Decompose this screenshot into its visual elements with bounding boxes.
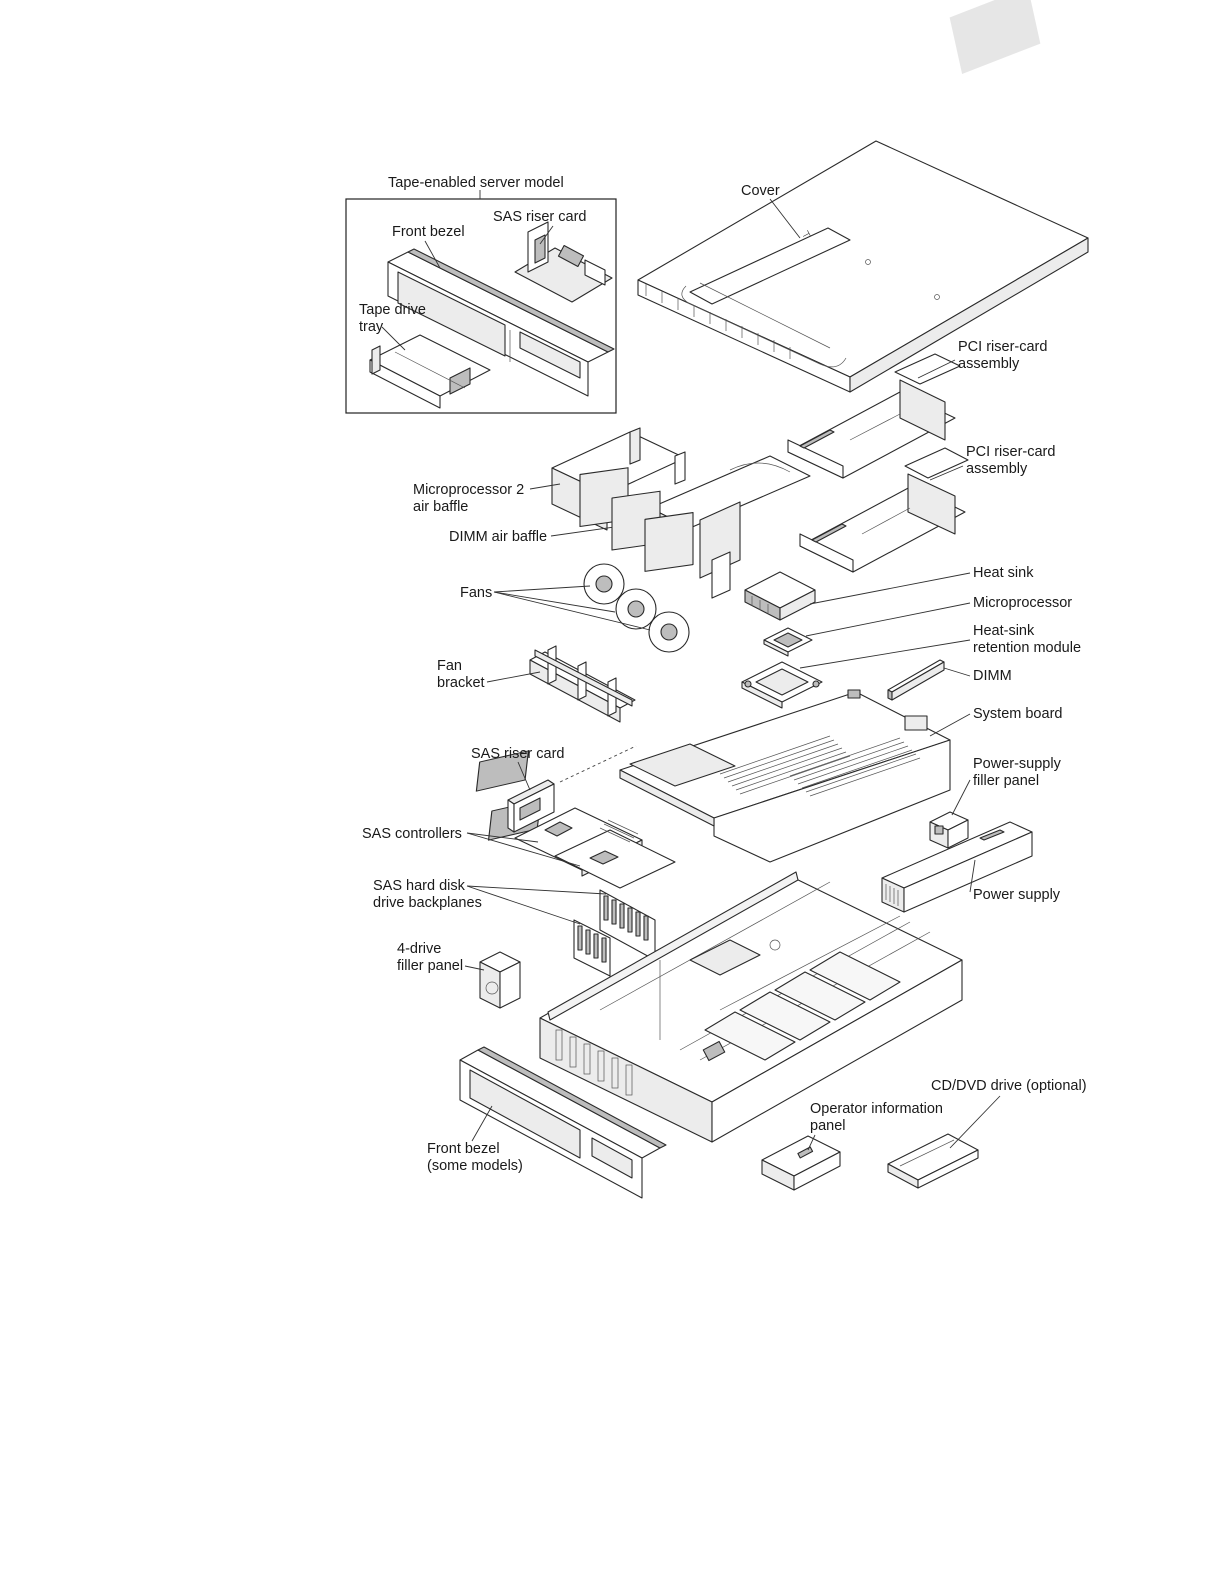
label-operator-panel-l2: panel <box>810 1118 845 1134</box>
pci-riser-card-assembly-2-part <box>799 447 969 573</box>
label-hs-retention-l2: retention module <box>973 640 1081 656</box>
cover-part: ⊣ <box>637 0 1089 393</box>
label-front-bezel-l1: Front bezel <box>427 1141 500 1157</box>
label-heat-sink: Heat sink <box>973 565 1034 581</box>
label-fans: Fans <box>460 585 492 601</box>
label-cd-dvd-drive: CD/DVD drive (optional) <box>931 1078 1087 1094</box>
label-tape-drive-tray-1: Tape drive <box>359 302 426 318</box>
sas-backplanes-part <box>573 889 656 977</box>
label-sas-controllers: SAS controllers <box>362 826 462 842</box>
inset-front-bezel-part <box>387 248 615 397</box>
heat-sink-retention-module-part <box>741 661 823 709</box>
power-supply-part <box>881 821 1033 913</box>
label-psu-filler-l1: Power-supply <box>973 756 1062 772</box>
label-system-board: System board <box>973 706 1062 722</box>
label-pci-riser-1-l2: assembly <box>958 356 1020 372</box>
label-power-supply: Power supply <box>973 887 1061 903</box>
label-fan-bracket-l2: bracket <box>437 675 485 691</box>
system-board-part <box>475 689 951 863</box>
fan-bracket-part <box>529 645 636 723</box>
label-4-drive-filler-l2: filler panel <box>397 958 463 974</box>
label-tape-drive-tray-2: tray <box>359 319 384 335</box>
label-front-bezel-l2: (some models) <box>427 1158 523 1174</box>
label-cover: Cover <box>741 183 780 199</box>
operator-information-panel-part <box>761 1135 841 1191</box>
microprocessor-part <box>763 627 813 657</box>
sas-controllers-part <box>514 807 676 889</box>
label-backplanes-l1: SAS hard disk <box>373 878 466 894</box>
label-inset-front-bezel: Front bezel <box>392 224 465 240</box>
label-mp2-air-baffle-l2: air baffle <box>413 499 468 515</box>
heat-sink-part <box>744 571 816 621</box>
dimm-part <box>887 659 945 701</box>
label-dimm: DIMM <box>973 668 1012 684</box>
four-drive-filler-panel-part <box>479 951 521 1009</box>
label-hs-retention-l1: Heat-sink <box>973 623 1035 639</box>
label-pci-riser-2-l2: assembly <box>966 461 1028 477</box>
tape-drive-tray-part <box>369 334 491 409</box>
label-microprocessor: Microprocessor <box>973 595 1072 611</box>
label-operator-panel-l1: Operator information <box>810 1101 943 1117</box>
chassis-part <box>539 871 963 1143</box>
label-pci-riser-1-l1: PCI riser-card <box>958 339 1047 355</box>
label-inset-sas-riser-card: SAS riser card <box>493 209 586 225</box>
label-dimm-air-baffle: DIMM air baffle <box>449 529 547 545</box>
front-bezel-part <box>459 1046 667 1199</box>
label-pci-riser-2-l1: PCI riser-card <box>966 444 1055 460</box>
fans-part <box>579 467 694 653</box>
inset-sas-riser-part <box>514 221 613 303</box>
label-psu-filler-l2: filler panel <box>973 773 1039 789</box>
label-tape-enabled-server-model: Tape-enabled server model <box>388 175 564 191</box>
label-fan-bracket-l1: Fan <box>437 658 462 674</box>
cd-dvd-drive-part <box>887 1133 979 1189</box>
tape-enabled-inset: Tape-enabled server model Front bezel SA… <box>345 175 617 414</box>
label-sas-riser-card: SAS riser card <box>471 746 564 762</box>
label-backplanes-l2: drive backplanes <box>373 895 482 911</box>
label-mp2-air-baffle-l1: Microprocessor 2 <box>413 482 524 498</box>
sas-riser-card-part <box>507 745 637 833</box>
pci-riser-card-assembly-1-part <box>787 353 961 479</box>
label-4-drive-filler-l1: 4-drive <box>397 941 441 957</box>
power-supply-filler-panel-part <box>929 811 969 849</box>
